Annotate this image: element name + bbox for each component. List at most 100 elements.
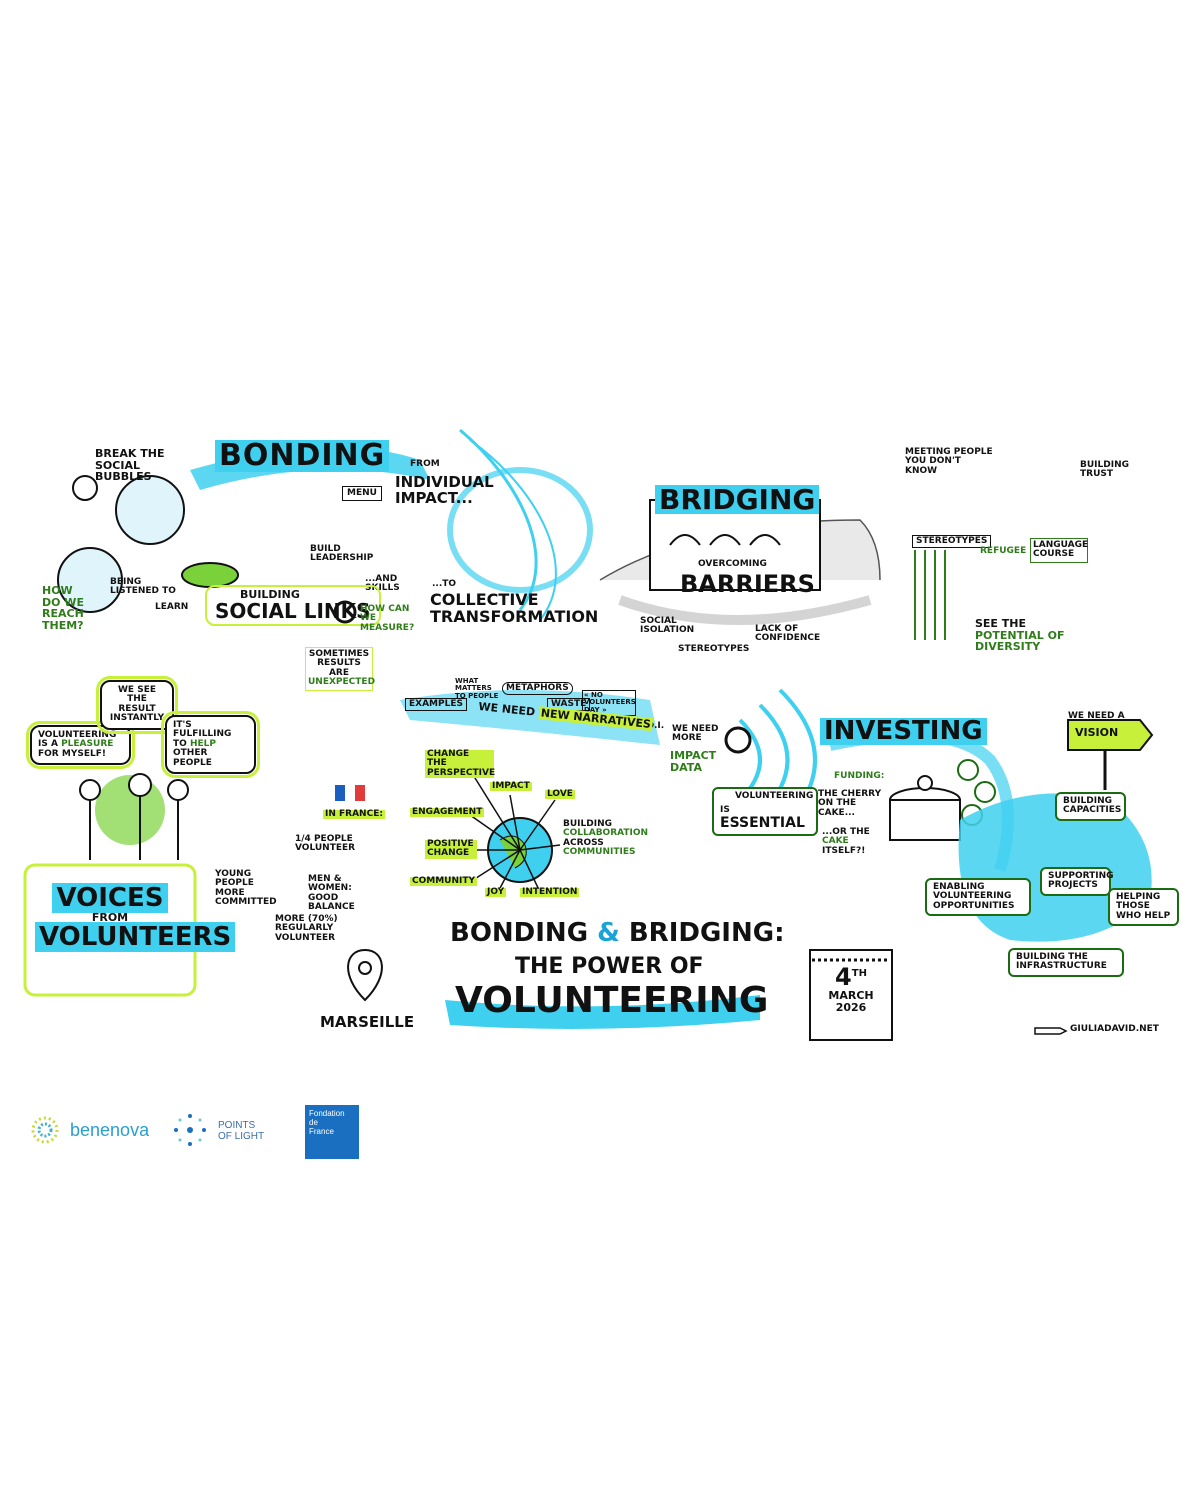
quote-help-a: It's fulfilling to bbox=[173, 720, 232, 749]
potential-diversity-label: See the potential of diversity bbox=[975, 618, 1090, 653]
main-title-line1: Bonding & Bridging: bbox=[450, 918, 784, 948]
bubble-figure-icon bbox=[115, 475, 185, 545]
gender-balance-label: Men & women: good balance bbox=[308, 874, 355, 913]
date-suffix: th bbox=[851, 968, 867, 979]
listened-label: Being listened to bbox=[110, 577, 176, 597]
learn-label: Learn bbox=[155, 602, 189, 612]
social-links-line2: Social links bbox=[215, 598, 371, 623]
young-people-label: Young people more committed bbox=[215, 869, 277, 908]
and-skills-label: ...and skills bbox=[365, 574, 400, 594]
potential-line3: of diversity bbox=[975, 628, 1065, 654]
to-label: ...to bbox=[432, 579, 457, 589]
unexpected-line1: Sometimes results are bbox=[308, 649, 370, 678]
date-year: 2026 bbox=[835, 1000, 867, 1014]
cake-word: cake bbox=[822, 836, 849, 847]
voices-title: Voices from Volunteers bbox=[35, 883, 236, 952]
overcoming-label: Overcoming bbox=[698, 559, 767, 569]
stereotypes-sign: Stereotypes bbox=[912, 535, 992, 549]
or-cake-label: ...or the cake itself?! bbox=[822, 827, 877, 856]
unexpected-box: Sometimes results are unexpected bbox=[305, 647, 376, 691]
enabling-box: Enabling volunteering opportunities bbox=[925, 878, 1031, 917]
language-course-board: Language course bbox=[1030, 538, 1088, 563]
social-isolation-label: Social isolation bbox=[640, 616, 695, 636]
investing-title: Investing bbox=[820, 717, 987, 746]
points-of-light-logo: POINTS OF LIGHT bbox=[218, 1120, 264, 1142]
from-label: From bbox=[410, 459, 440, 469]
fondation-line1: Fondation bbox=[309, 1109, 345, 1118]
magnifier-icon bbox=[724, 726, 752, 754]
sign-post-icon bbox=[1067, 719, 1154, 751]
building-capacities-box: Building capacities bbox=[1055, 792, 1126, 821]
community-tag: Community bbox=[410, 876, 478, 887]
bubble-figure-icon bbox=[57, 547, 123, 613]
cherry-label: the cherry on the cake... bbox=[818, 789, 882, 818]
need-vision-label: We need a bbox=[1068, 711, 1125, 721]
collective-transformation-label: collective transformation bbox=[430, 590, 599, 626]
supporting-projects-box: Supporting projects bbox=[1040, 867, 1114, 896]
or-the: ...or the bbox=[822, 827, 870, 837]
potential-line1: See the bbox=[975, 617, 1027, 630]
funding-label: Funding: bbox=[834, 771, 885, 781]
infrastructure-box: Building the infrastructure bbox=[1008, 948, 1124, 977]
collaboration-d: communities bbox=[563, 847, 636, 858]
break-bubbles-label: Break the social bubbles bbox=[95, 447, 165, 484]
social-links-box: Building Social links bbox=[205, 585, 381, 626]
social-links-line1: Building bbox=[240, 588, 300, 601]
points-of-light-line1: POINTS bbox=[218, 1120, 256, 1131]
bonding-title: Bonding bbox=[215, 440, 390, 472]
quote-help-bubble: It's fulfilling to help other people bbox=[161, 710, 260, 779]
quote-help-c: other people bbox=[173, 748, 212, 768]
itself-word: itself?! bbox=[822, 845, 866, 856]
unexpected-line2: unexpected bbox=[308, 677, 376, 688]
collaboration-a: Building bbox=[563, 819, 612, 829]
voices-line3: Volunteers bbox=[35, 921, 236, 952]
quote-pleasure-b: pleasure bbox=[61, 739, 114, 750]
main-title-amp: & bbox=[597, 918, 620, 948]
build-leadership-label: Build leadership bbox=[310, 544, 374, 564]
love-tag: Love bbox=[545, 789, 575, 800]
individual-impact-label: individual impact... bbox=[395, 473, 494, 507]
in-france-label: In France: bbox=[323, 809, 385, 820]
quote-result-bubble: We see the result instantly bbox=[96, 676, 178, 734]
date-month: March bbox=[828, 989, 874, 1003]
collaboration-c: across bbox=[563, 837, 604, 848]
artist-credit: Giuliadavid.net bbox=[1070, 1024, 1159, 1034]
date-day: 4 bbox=[835, 963, 852, 991]
benenova-logo: benenova bbox=[70, 1120, 150, 1140]
lack-confidence-label: Lack of confidence bbox=[755, 624, 821, 644]
marseille-label: Marseille bbox=[320, 1013, 415, 1031]
joy-tag: Joy bbox=[485, 887, 507, 898]
building-trust-label: Building trust bbox=[1080, 460, 1129, 480]
engagement-tag: Engagement bbox=[410, 807, 485, 818]
points-of-light-icon bbox=[174, 1114, 206, 1146]
potential-line2: potential bbox=[975, 628, 1044, 642]
impact-tag: Impact bbox=[490, 781, 532, 792]
vision-sign: Vision bbox=[1075, 726, 1119, 739]
calendar-icon bbox=[809, 949, 893, 1041]
menu-sign: Menu bbox=[342, 486, 382, 502]
change-perspective-tag: Change the perspective bbox=[425, 749, 496, 779]
positive-change-tag: Positive change bbox=[425, 839, 477, 859]
quote-pleasure-a: Volunteering is a bbox=[38, 730, 117, 750]
intention-tag: Intention bbox=[520, 887, 580, 898]
examples-tag: Examples bbox=[405, 698, 467, 712]
quarter-volunteer-label: 1/4 people volunteer bbox=[295, 834, 356, 854]
helping-box: Helping those who help bbox=[1108, 888, 1179, 927]
regularly-volunteer-label: More (70%) regularly volunteer bbox=[275, 914, 338, 943]
collaboration-label: Building collaboration across communitie… bbox=[563, 819, 648, 858]
main-title-line3: Volunteering bbox=[455, 980, 769, 1021]
need-more-label: We need more bbox=[672, 724, 719, 744]
fondation-de-france-logo: Fondation de France bbox=[305, 1105, 359, 1159]
essential-box: Volunteering is essential bbox=[712, 787, 818, 836]
meeting-people-label: Meeting people you don't know bbox=[905, 447, 993, 476]
stereotypes-label: Stereotypes bbox=[678, 644, 750, 654]
what-matters-label: What matters to people bbox=[455, 677, 499, 700]
refugee-label: Refugee bbox=[980, 546, 1027, 556]
pencil-icon bbox=[1034, 1027, 1068, 1035]
main-title-bonding: Bonding bbox=[450, 918, 589, 948]
event-date: 4th March 2026 bbox=[812, 963, 890, 1014]
volunteers-figures bbox=[79, 773, 189, 860]
bridging-title: Bridging bbox=[655, 485, 820, 514]
metaphors-tag: Metaphors bbox=[502, 682, 573, 696]
